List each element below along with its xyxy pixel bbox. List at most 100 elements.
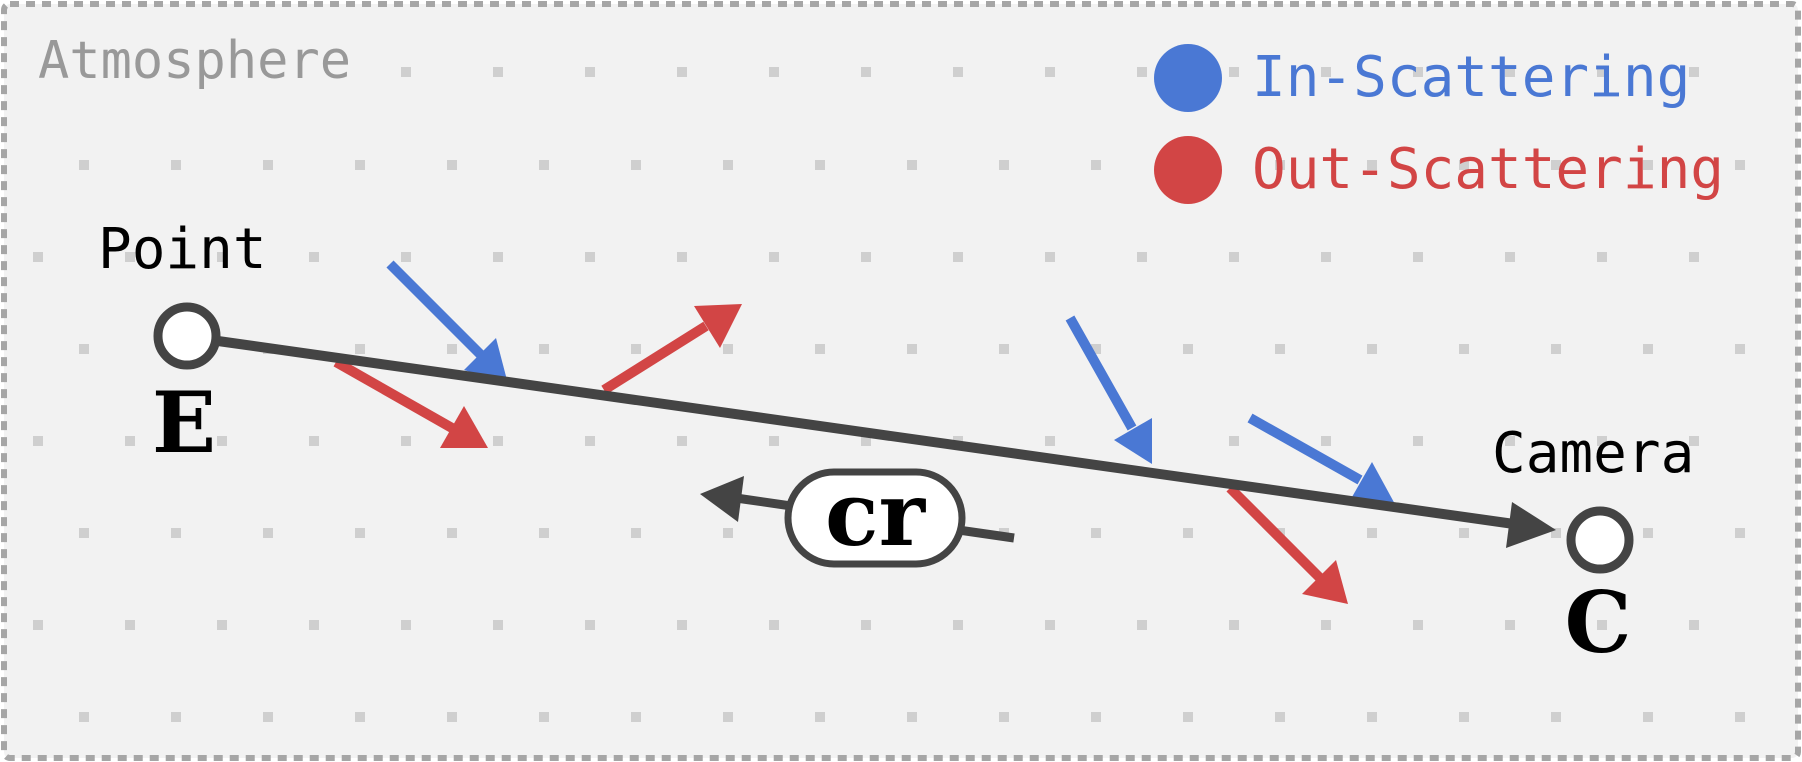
grid-dot (1321, 620, 1331, 630)
view-ray (217, 336, 1515, 529)
grid-dot (33, 620, 43, 630)
grid-dot (539, 528, 549, 538)
grid-dot (263, 160, 273, 170)
grid-dot (171, 160, 181, 170)
grid-dot (1689, 436, 1699, 446)
grid-dot (1459, 160, 1469, 170)
grid-dot (79, 712, 89, 722)
grid-dot (1091, 160, 1101, 170)
grid-dot (1689, 67, 1699, 77)
out-scattering-arrows (333, 304, 1348, 604)
grid-dot (907, 344, 917, 354)
grid-dot (677, 252, 687, 262)
view-ray-arrowhead (1506, 502, 1556, 548)
grid-dot (585, 67, 595, 77)
grid-dot (539, 344, 549, 354)
grid-dot (1505, 436, 1515, 446)
grid-dot (1045, 620, 1055, 630)
point-label: Point (98, 217, 267, 282)
grid-dot (79, 344, 89, 354)
grid-dot (1137, 67, 1147, 77)
grid-dot (539, 160, 549, 170)
grid-dot (1735, 344, 1745, 354)
grid-dot (723, 528, 733, 538)
out-scattering-arrowhead (440, 406, 488, 448)
grid-dot (1183, 344, 1193, 354)
grid-dot (1643, 528, 1653, 538)
grid-dot (309, 252, 319, 262)
out-scattering-arrow (601, 321, 709, 395)
legend-in-scattering-swatch (1154, 44, 1222, 112)
grid-dot (1183, 528, 1193, 538)
grid-dot (447, 712, 457, 722)
camera-label: Camera (1492, 421, 1694, 486)
grid-dot (493, 436, 503, 446)
grid-dot (1413, 436, 1423, 446)
grid-dot (171, 712, 181, 722)
grid-dot (677, 620, 687, 630)
grid-dot (1321, 252, 1331, 262)
grid-dot (1735, 528, 1745, 538)
grid-dot (217, 436, 227, 446)
grid-dot (1045, 67, 1055, 77)
grid-dot (1321, 436, 1331, 446)
grid-dot (1367, 344, 1377, 354)
grid-dot (309, 620, 319, 630)
grid-dot (631, 712, 641, 722)
grid-dot (1229, 620, 1239, 630)
grid-dot (815, 160, 825, 170)
grid-dot (723, 712, 733, 722)
out-scattering-arrowhead (1302, 560, 1348, 604)
grid-dot (1735, 160, 1745, 170)
grid-dot (1643, 712, 1653, 722)
out-scattering-arrow (333, 357, 455, 433)
in-scattering-arrowhead (1114, 418, 1152, 464)
grid-dot (1551, 160, 1561, 170)
grid-dot (999, 344, 1009, 354)
grid-dot (1183, 712, 1193, 722)
grid-dot (1735, 712, 1745, 722)
grid-dot (447, 528, 457, 538)
grid-dot (631, 160, 641, 170)
grid-dot (907, 712, 917, 722)
grid-dot (401, 67, 411, 77)
grid-dot (217, 252, 227, 262)
grid-dot (1045, 252, 1055, 262)
grid-dot (1689, 252, 1699, 262)
out-scattering-arrowhead (694, 304, 742, 348)
grid-dot (1091, 344, 1101, 354)
grid-dot (1045, 436, 1055, 446)
grid-dot (1551, 528, 1561, 538)
camera-marker (1566, 506, 1634, 574)
grid-dot (861, 436, 871, 446)
grid-dot (1413, 67, 1423, 77)
grid-dot (1229, 436, 1239, 446)
grid-dot (33, 436, 43, 446)
point-marker (153, 302, 221, 370)
grid-dot (677, 436, 687, 446)
ray-label: cr (825, 462, 927, 566)
grid-dot (1413, 620, 1423, 630)
grid-dot (723, 160, 733, 170)
in-scattering-arrow (1247, 413, 1363, 485)
grid-dot (79, 528, 89, 538)
grid-dot (769, 436, 779, 446)
region-label: Atmosphere (38, 31, 351, 91)
grid-dot (355, 528, 365, 538)
grid-dot (1367, 160, 1377, 170)
grid-dot (1505, 67, 1515, 77)
grid-dot (401, 436, 411, 446)
grid-dot (631, 344, 641, 354)
grid-dot (1229, 252, 1239, 262)
grid-dot (1413, 252, 1423, 262)
grid-dot (1689, 620, 1699, 630)
grid-dot (815, 344, 825, 354)
grid-dot (631, 528, 641, 538)
grid-dot (1505, 620, 1515, 630)
grid-dot (33, 252, 43, 262)
in-scattering-arrowhead (1348, 462, 1396, 506)
grid-dot (1091, 528, 1101, 538)
grid-dot (1597, 67, 1607, 77)
